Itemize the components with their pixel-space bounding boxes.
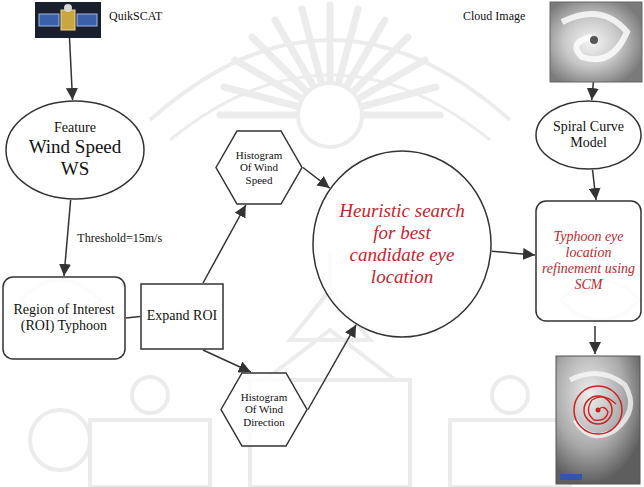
satellite-node: QuikSCAT (35, 2, 185, 38)
histogram-hexagon: Histogram Of Wind Speed (215, 130, 303, 205)
satellite-image (35, 2, 101, 38)
connector-arrow (203, 350, 251, 372)
connector-arrow (203, 205, 246, 283)
emblem-watermark (20, 5, 640, 487)
cloud-image-node: Cloud Image (455, 2, 642, 82)
edge-label: Threshold=15m/s (75, 231, 164, 245)
node-text: Histogram Of Wind Direction (238, 391, 291, 429)
node-text: Feature (54, 120, 96, 136)
histogram-hexagon: Histogram Of Wind Direction (220, 372, 308, 447)
refinement-box: Typhoon eye location refinement using SC… (535, 200, 642, 322)
connector-arrow (64, 200, 71, 276)
connector-arrow (70, 38, 73, 100)
connector-arrow (308, 325, 356, 410)
connector-arrow (492, 251, 535, 255)
node-text: QuikSCAT (107, 10, 164, 24)
connector-arrow (126, 317, 140, 319)
node-text: Wind Speed WS (22, 136, 128, 180)
connector-arrow (593, 170, 596, 200)
node-text: Expand ROI (147, 308, 217, 324)
node-text: Heuristic search for best candidate eye … (334, 200, 471, 287)
node-text: Spiral Curve Model (548, 119, 629, 151)
node-text: Typhoon eye location refinement using SC… (541, 229, 636, 293)
connector-arrow (592, 82, 594, 100)
search-circle: Heuristic search for best candidate eye … (312, 150, 492, 338)
node-text: Cloud Image (461, 10, 527, 24)
result-image (556, 356, 640, 484)
connector-arrow (303, 168, 330, 189)
node-text: Region of Interest (ROI) Typhoon (8, 302, 120, 334)
result-arrow (594, 326, 596, 354)
model-ellipse: Spiral Curve Model (535, 100, 642, 170)
process-box: Region of Interest (ROI) Typhoon (2, 276, 126, 360)
node-text: Histogram Of Wind Speed (233, 149, 286, 187)
process-box: Expand ROI (140, 283, 224, 350)
feature-ellipse: FeatureWind Speed WS (5, 100, 145, 200)
